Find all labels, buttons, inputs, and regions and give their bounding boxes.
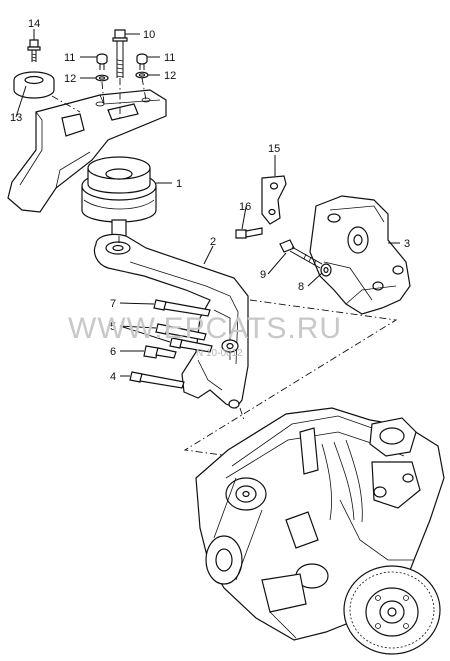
part-16-bolt: [235, 227, 263, 239]
part-11-screw-right: [136, 53, 148, 70]
part-5-bolt-upper: [155, 323, 207, 341]
part-5-bolt-lower: [169, 337, 213, 353]
part-8-washer: [320, 263, 332, 277]
part-3-gearbox-bracket: [309, 195, 411, 315]
callout-7: 7: [110, 298, 116, 310]
callout-11-left: 11: [64, 52, 75, 64]
part-6-bolt: [143, 345, 177, 359]
callout-16: 16: [239, 201, 251, 213]
part-12-washer-left: [95, 74, 109, 82]
callout-14: 14: [28, 18, 40, 30]
engine-block: [195, 407, 445, 655]
part-2-carrier-arm: [93, 233, 249, 409]
callout-labels: 14 10 11 11 12 12 13 1 15 16 2 3 9 8 7 5…: [10, 18, 410, 383]
callout-6: 6: [110, 346, 116, 358]
leader-lines: [15, 29, 400, 377]
callout-4: 4: [110, 371, 116, 383]
watermark: WWW.EPCATS.RU: [68, 312, 342, 345]
callout-12-right: 12: [164, 70, 176, 82]
part-15-plate: [261, 175, 287, 225]
callout-2: 2: [210, 236, 216, 248]
part-13-buffer: [13, 71, 55, 99]
callout-10: 10: [143, 29, 155, 41]
callout-11-right: 11: [164, 52, 175, 64]
body-support-bracket: [7, 89, 167, 213]
part-10-bolt: [112, 29, 128, 78]
callout-15: 15: [268, 143, 280, 155]
callout-3: 3: [404, 238, 410, 250]
callout-8: 8: [298, 281, 304, 293]
assembly-lines: [51, 77, 398, 459]
drawing-number: N 10-0012: [196, 348, 243, 359]
part-1-engine-mount: [81, 156, 157, 237]
part-9-bolt: [279, 239, 323, 269]
callout-5: 5: [110, 321, 116, 333]
callout-9: 9: [260, 269, 266, 281]
part-11-screw-left: [96, 53, 108, 70]
part-12-washer-right: [135, 71, 149, 79]
callout-1: 1: [176, 178, 182, 190]
part-4-bolt: [129, 371, 185, 389]
callout-12-left: 12: [64, 73, 76, 85]
part-7-bolt: [153, 299, 211, 317]
part-14-bolt: [27, 39, 41, 62]
callout-13: 13: [10, 112, 22, 124]
